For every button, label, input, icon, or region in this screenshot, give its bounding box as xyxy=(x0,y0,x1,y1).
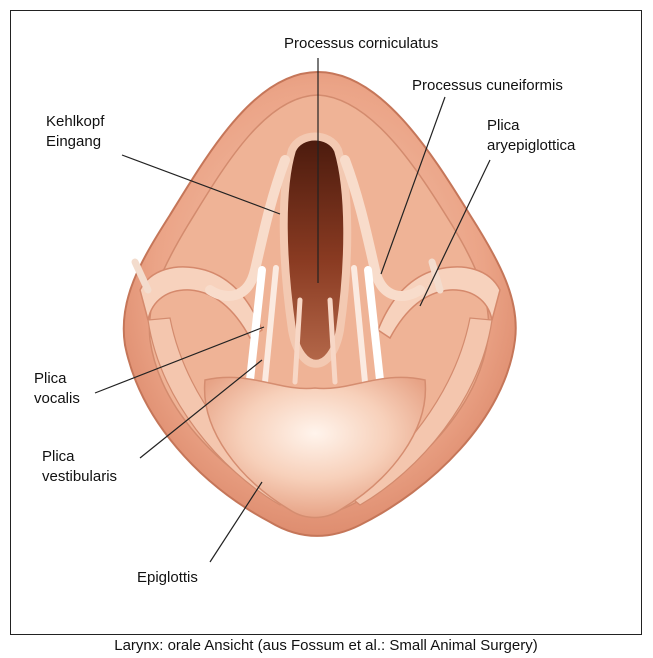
label-epiglottis: Epiglottis xyxy=(137,569,198,586)
label-plica-vestibularis-line1: Plica xyxy=(42,448,75,465)
label-plica-aryepiglottica-line2: aryepiglottica xyxy=(487,137,576,154)
label-kehlkopf-line1: Kehlkopf xyxy=(46,113,105,130)
laryngeal-entrance xyxy=(284,137,348,364)
figure-caption: Larynx: orale Ansicht (aus Fossum et al.… xyxy=(10,637,642,654)
label-kehlkopf-line2: Eingang xyxy=(46,133,101,150)
label-plica-vocalis-line1: Plica xyxy=(34,370,67,387)
caption-bar: Larynx: orale Ansicht (aus Fossum et al.… xyxy=(10,634,642,658)
label-plica-vestibularis-line2: vestibularis xyxy=(42,468,117,485)
label-processus-corniculatus: Processus corniculatus xyxy=(284,35,438,52)
label-plica-vocalis-line2: vocalis xyxy=(34,390,80,407)
label-processus-cuneiformis: Processus cuneiformis xyxy=(412,77,563,94)
label-plica-aryepiglottica-line1: Plica xyxy=(487,117,520,134)
